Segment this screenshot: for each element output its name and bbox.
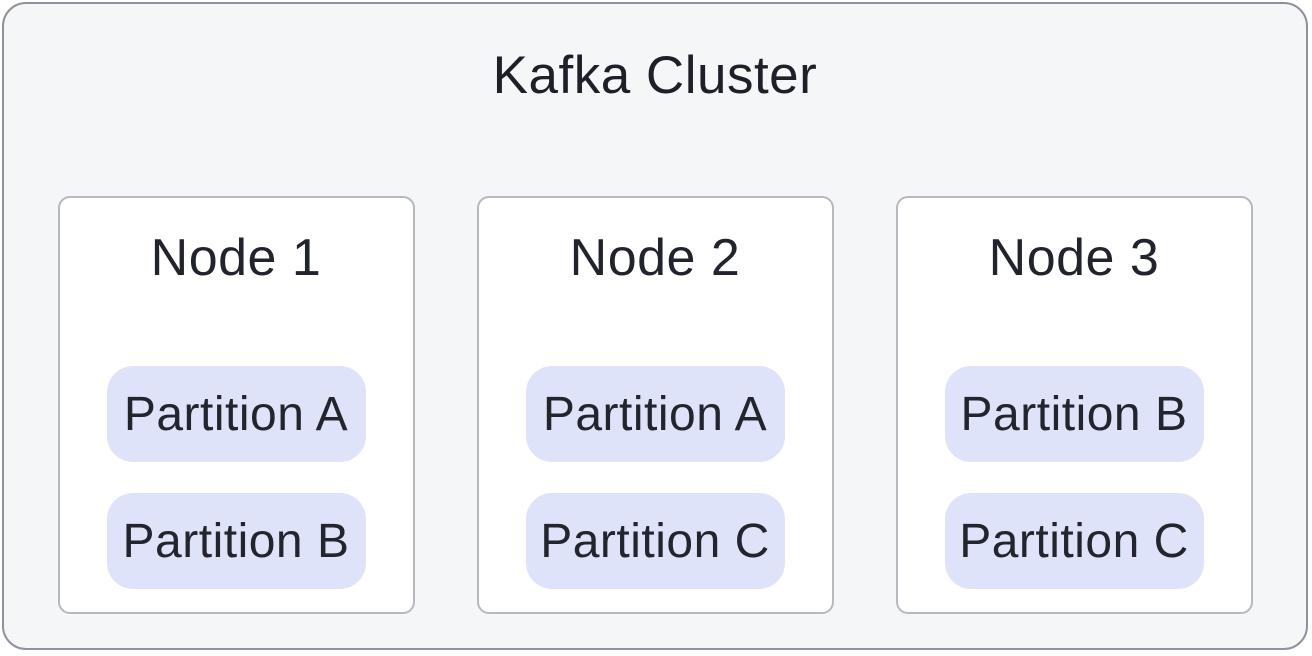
partition-list: Partition A Partition B: [60, 366, 413, 589]
partition-list: Partition B Partition C: [898, 366, 1251, 589]
partition-pill: Partition C: [944, 493, 1204, 589]
partition-pill: Partition A: [525, 366, 785, 462]
nodes-row: Node 1 Partition A Partition B Node 2 Pa…: [4, 196, 1306, 614]
node-card-3: Node 3 Partition B Partition C: [895, 196, 1253, 614]
cluster-title: Kafka Cluster: [492, 46, 818, 105]
partition-pill: Partition C: [525, 493, 785, 589]
node-title: Node 3: [988, 229, 1160, 287]
partition-pill: Partition B: [106, 493, 366, 589]
node-title: Node 2: [569, 229, 741, 287]
node-title: Node 1: [150, 229, 322, 287]
partition-list: Partition A Partition C: [479, 366, 832, 589]
partition-pill: Partition B: [944, 366, 1204, 462]
partition-pill: Partition A: [106, 366, 366, 462]
node-card-2: Node 2 Partition A Partition C: [476, 196, 834, 614]
node-card-1: Node 1 Partition A Partition B: [57, 196, 415, 614]
